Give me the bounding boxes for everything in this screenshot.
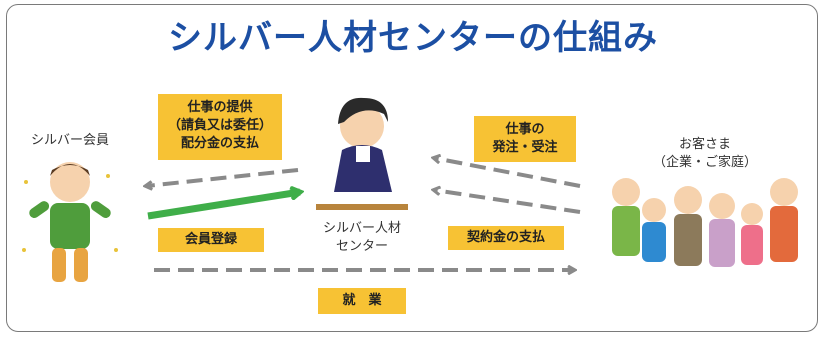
contract-payment-label: 契約金の支払 — [466, 230, 545, 245]
center-label-line2: センター — [335, 239, 388, 254]
contract-payment-arrow — [434, 190, 581, 214]
provide-label-box: 仕事の提供 （請負又は委任） 配分金の支払 — [158, 94, 282, 160]
order-label-box: 仕事の 発注・受注 — [474, 116, 576, 162]
client-label-line2: （企業・ご家庭） — [652, 155, 757, 170]
provide-arrow — [146, 168, 299, 186]
client-label-line1: お客さま — [678, 137, 731, 152]
center-label: シルバー人材 センター — [300, 220, 424, 256]
client-illustration — [612, 178, 798, 267]
employment-label: 就 業 — [342, 293, 382, 308]
member-label: シルバー会員 — [30, 133, 109, 148]
diagram-frame — [6, 4, 818, 332]
order-label-line1: 仕事の — [505, 122, 545, 137]
center-label-line1: シルバー人材 — [322, 221, 401, 236]
provide-label-line2: （請負又は委任） — [167, 118, 272, 133]
register-arrow — [147, 192, 300, 220]
diagram-title: シルバー人材センターの仕組み — [168, 18, 658, 58]
center-illustration — [316, 97, 408, 210]
member-illustration — [22, 162, 118, 282]
client-label: お客さま （企業・ご家庭） — [640, 136, 770, 172]
contract-payment-label-box: 契約金の支払 — [448, 226, 564, 250]
provide-label-line1: 仕事の提供 — [187, 100, 253, 115]
order-arrow — [434, 158, 581, 188]
register-label-box: 会員登録 — [158, 228, 264, 252]
register-label: 会員登録 — [184, 232, 237, 247]
provide-label-line3: 配分金の支払 — [180, 136, 259, 151]
employment-label-box: 就 業 — [318, 288, 406, 314]
order-label-line2: 発注・受注 — [492, 140, 558, 155]
